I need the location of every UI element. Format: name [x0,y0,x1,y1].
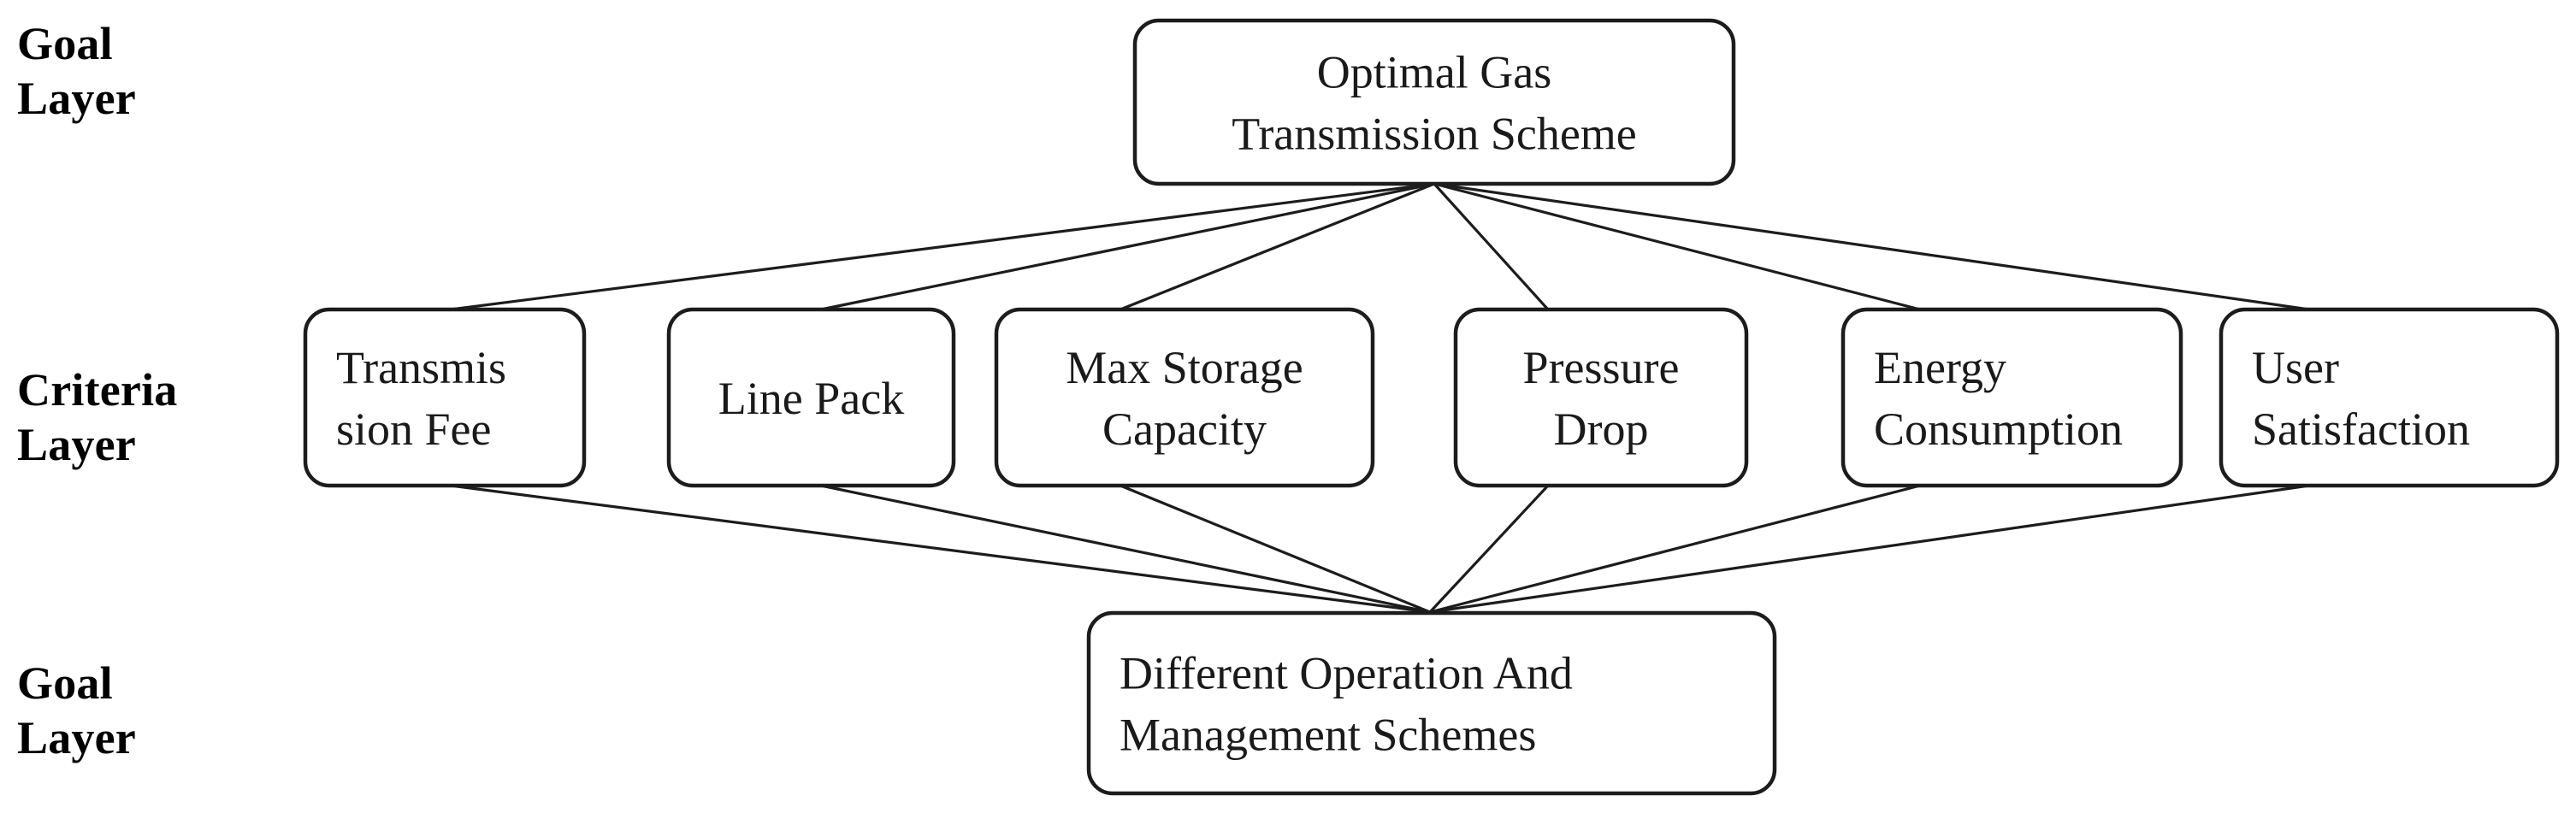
node-box-max-storage-capacity[interactable] [994,307,1375,488]
layer-label-line: Goal [17,18,113,69]
node-box-pressure-drop[interactable] [1453,307,1749,488]
node-box-optimal-gas-transmission-scheme[interactable] [1132,18,1736,186]
edge-goal-to-pressure-drop [1433,182,1550,311]
edge-goal-to-transmission-fee [450,182,1435,311]
node-box-line-pack[interactable] [666,307,956,488]
edge-energy-consumption-to-schemes [1429,484,1921,614]
edge-line-pack-to-schemes [820,484,1431,614]
node-box-energy-consumption[interactable] [1840,307,2183,488]
edge-goal-to-user-satisfaction [1433,182,2310,311]
node-label-line-pack: Line Pack [718,373,904,424]
layer-label-line: Layer [17,711,136,763]
node-label-optimal-gas-transmission-scheme: Transmission Scheme [1232,109,1637,160]
node-label-different-operation-and-management-schemes: Different Operation And [1120,648,1573,699]
edges-group [450,182,2310,614]
layer-label-line: Goal [17,657,113,709]
layer-label-line: Criteria [17,364,178,415]
node-label-optimal-gas-transmission-scheme: Optimal Gas [1317,47,1551,98]
node-label-transmission-fee: Transmis [336,342,506,393]
node-transmission-fee[interactable]: Transmis sion Fee [303,307,587,488]
edge-user-satisfaction-to-schemes [1429,484,2310,614]
node-label-energy-consumption: Consumption [1874,404,2123,455]
edge-goal-to-energy-consumption [1433,182,1921,311]
node-box-different-operation-and-management-schemes[interactable] [1086,610,1777,796]
node-label-max-storage-capacity: Capacity [1102,404,1267,455]
node-label-energy-consumption: Energy [1874,342,2006,393]
layer-label-line: Layer [17,72,136,124]
node-label-transmission-fee: sion Fee [336,404,492,455]
edge-transmission-fee-to-schemes [450,484,1431,614]
edge-pressure-drop-to-schemes [1428,484,1550,614]
node-box-transmission-fee[interactable] [303,307,587,488]
layer-label-line: Layer [17,418,136,470]
edge-goal-to-max-storage-capacity [1120,182,1435,311]
node-label-max-storage-capacity: Max Storage [1066,342,1303,393]
node-label-different-operation-and-management-schemes: Management Schemes [1120,710,1536,761]
node-label-pressure-drop: Pressure [1523,342,1680,393]
node-line-pack[interactable]: Line Pack [666,307,956,488]
edge-goal-to-line-pack [820,182,1435,311]
node-box-user-satisfaction[interactable] [2219,307,2560,488]
edge-max-storage-capacity-to-schemes [1120,484,1431,614]
node-label-user-satisfaction: User [2252,342,2339,393]
node-label-user-satisfaction: Satisfaction [2252,404,2470,455]
node-label-pressure-drop: Drop [1554,404,1649,455]
